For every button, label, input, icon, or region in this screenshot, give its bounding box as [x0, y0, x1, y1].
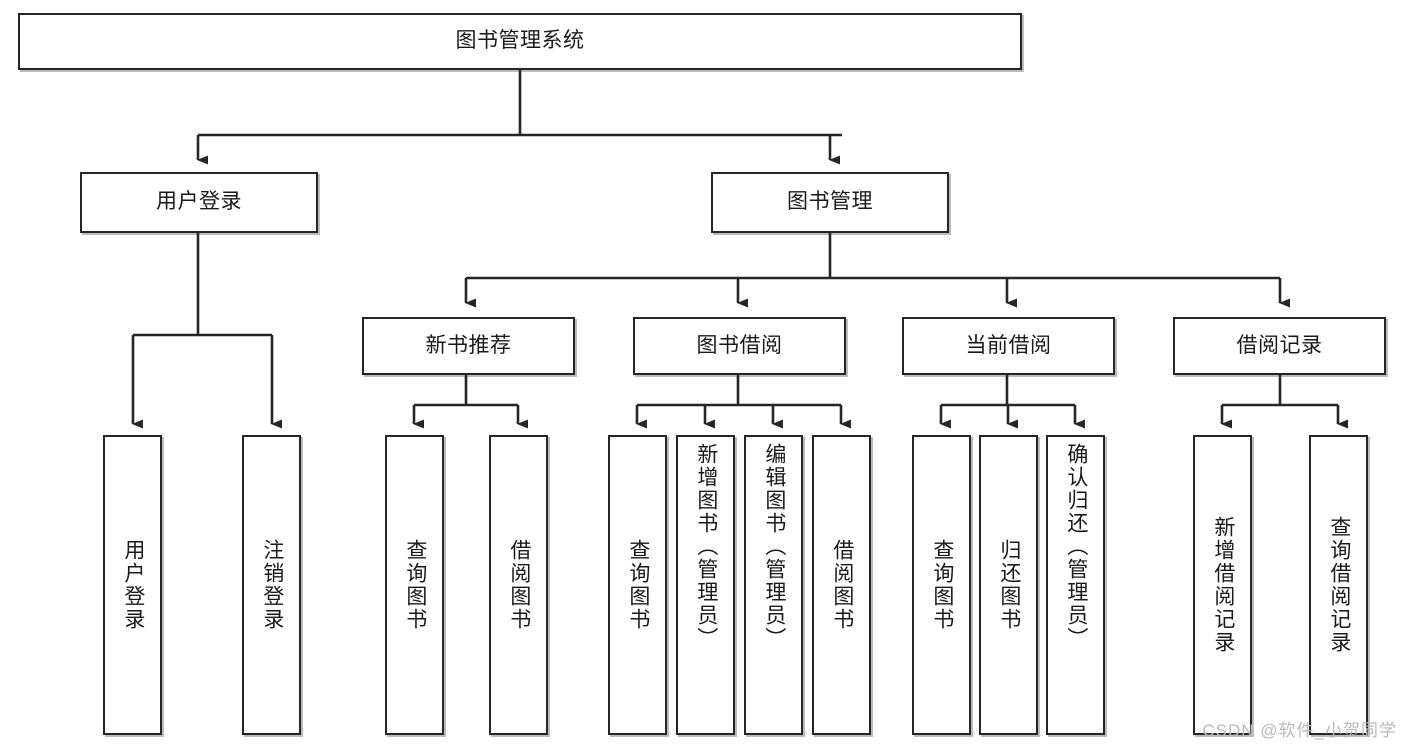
- node-label: 确认归还（管理员）: [1064, 443, 1088, 650]
- node-leaf-logout-login[interactable]: 注销登录: [242, 435, 301, 735]
- node-label: 图书管理系统: [455, 29, 585, 53]
- node-label: 新增图书（管理员）: [694, 443, 718, 650]
- node-new-book-recommend[interactable]: 新书推荐: [362, 317, 575, 375]
- node-label: 用户登录: [121, 539, 145, 631]
- node-label: 当前借阅: [965, 333, 1052, 357]
- node-label: 编辑图书（管理员）: [762, 443, 786, 650]
- node-label: 借阅记录: [1236, 333, 1323, 357]
- node-leaf-query-book-3[interactable]: 查询图书: [912, 435, 971, 735]
- node-leaf-borrow-book-2[interactable]: 借阅图书: [812, 435, 871, 735]
- node-leaf-query-record[interactable]: 查询借阅记录: [1309, 435, 1368, 735]
- node-label: 借阅图书: [830, 539, 854, 631]
- node-user-login[interactable]: 用户登录: [80, 172, 318, 233]
- node-leaf-return-book[interactable]: 归还图书: [979, 435, 1038, 735]
- node-label: 查询图书: [626, 539, 650, 631]
- node-label: 注销登录: [260, 539, 284, 631]
- node-label: 查询借阅记录: [1327, 516, 1351, 654]
- node-label: 新书推荐: [425, 333, 512, 357]
- node-book-borrow[interactable]: 图书借阅: [633, 317, 846, 375]
- node-leaf-add-record[interactable]: 新增借阅记录: [1193, 435, 1252, 735]
- node-leaf-query-book-1[interactable]: 查询图书: [385, 435, 444, 735]
- node-label: 用户登录: [156, 190, 242, 214]
- node-label: 借阅图书: [507, 539, 531, 631]
- csdn-watermark: CSDN @软件_小贺同学: [1202, 721, 1397, 740]
- node-label: 新增借阅记录: [1211, 516, 1235, 654]
- node-leaf-edit-book[interactable]: 编辑图书（管理员）: [744, 435, 803, 735]
- node-label: 图书借阅: [696, 333, 783, 357]
- node-label: 图书管理: [787, 190, 873, 214]
- node-label: 查询图书: [403, 539, 427, 631]
- node-leaf-add-book[interactable]: 新增图书（管理员）: [676, 435, 735, 735]
- node-borrow-record[interactable]: 借阅记录: [1173, 317, 1386, 375]
- node-leaf-confirm-return[interactable]: 确认归还（管理员）: [1046, 435, 1105, 735]
- node-label: 归还图书: [997, 539, 1021, 631]
- node-leaf-query-book-2[interactable]: 查询图书: [608, 435, 667, 735]
- node-root-book-management-system[interactable]: 图书管理系统: [18, 13, 1022, 70]
- node-leaf-borrow-book-1[interactable]: 借阅图书: [489, 435, 548, 735]
- node-book-management[interactable]: 图书管理: [711, 172, 949, 233]
- node-label: 查询图书: [930, 539, 954, 631]
- node-current-borrow[interactable]: 当前借阅: [902, 317, 1115, 375]
- node-leaf-user-login[interactable]: 用户登录: [103, 435, 162, 735]
